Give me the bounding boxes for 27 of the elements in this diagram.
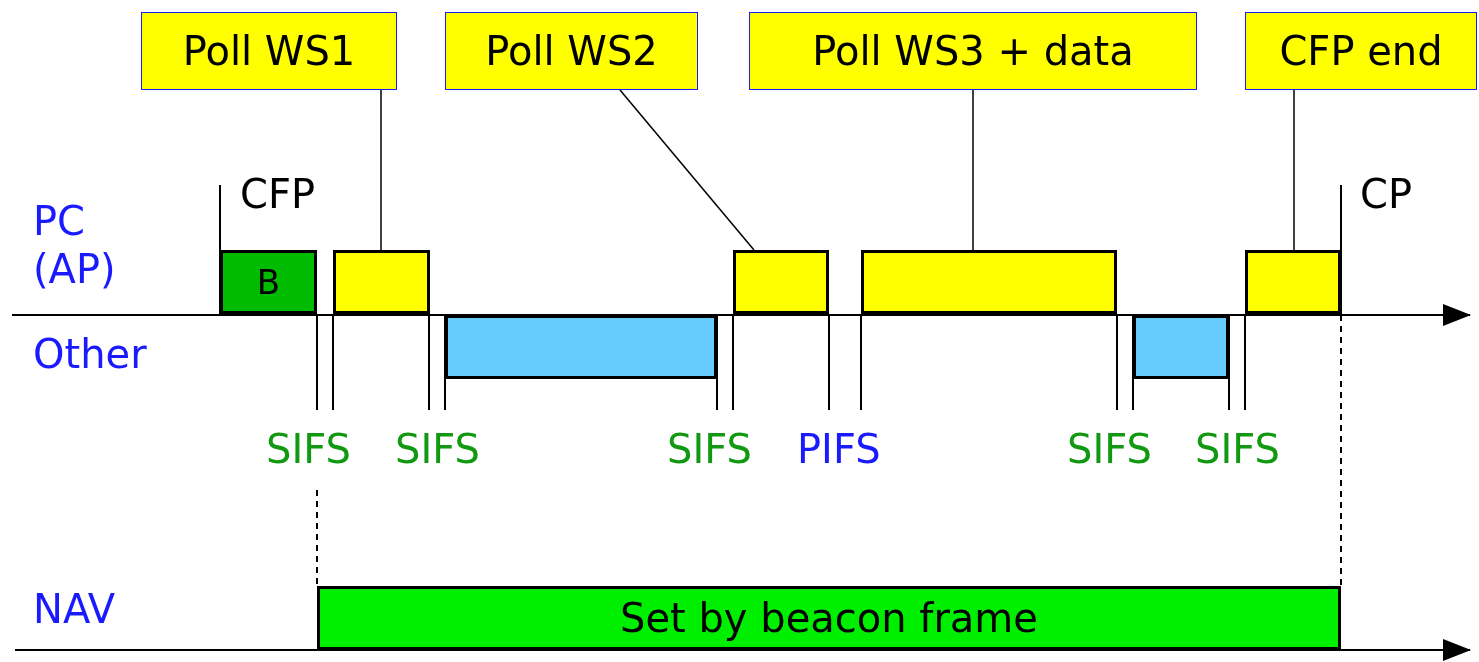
- callout-box: Poll WS1: [141, 12, 397, 90]
- leader-line: [972, 89, 974, 251]
- period-label: CFP: [240, 170, 316, 218]
- data-frame: [1133, 315, 1229, 379]
- callout-box: CFP end: [1245, 12, 1477, 90]
- leader-line: [380, 89, 382, 251]
- poll-frame: [861, 250, 1117, 314]
- period-label: CP: [1360, 170, 1413, 218]
- poll-frame: [333, 250, 430, 314]
- nav-bar: Set by beacon frame: [317, 586, 1341, 650]
- station-label: PC (AP): [33, 197, 117, 293]
- data-frame: [445, 315, 717, 379]
- poll-frame: [1245, 250, 1341, 314]
- interval-label: SIFS: [266, 425, 351, 473]
- interval-label: SIFS: [1195, 425, 1280, 473]
- station-label: NAV: [33, 585, 116, 633]
- interval-label: SIFS: [667, 425, 752, 473]
- interval-label: SIFS: [1067, 425, 1152, 473]
- leader-line: [619, 89, 755, 251]
- station-label: Other: [33, 330, 147, 378]
- interval-label: PIFS: [797, 425, 881, 473]
- poll-frame: [733, 250, 829, 314]
- callout-box: Poll WS3 + data: [749, 12, 1197, 90]
- leader-line: [1293, 89, 1295, 251]
- callout-box: Poll WS2: [445, 12, 698, 90]
- interval-label: SIFS: [395, 425, 480, 473]
- beacon-frame: B: [220, 250, 317, 314]
